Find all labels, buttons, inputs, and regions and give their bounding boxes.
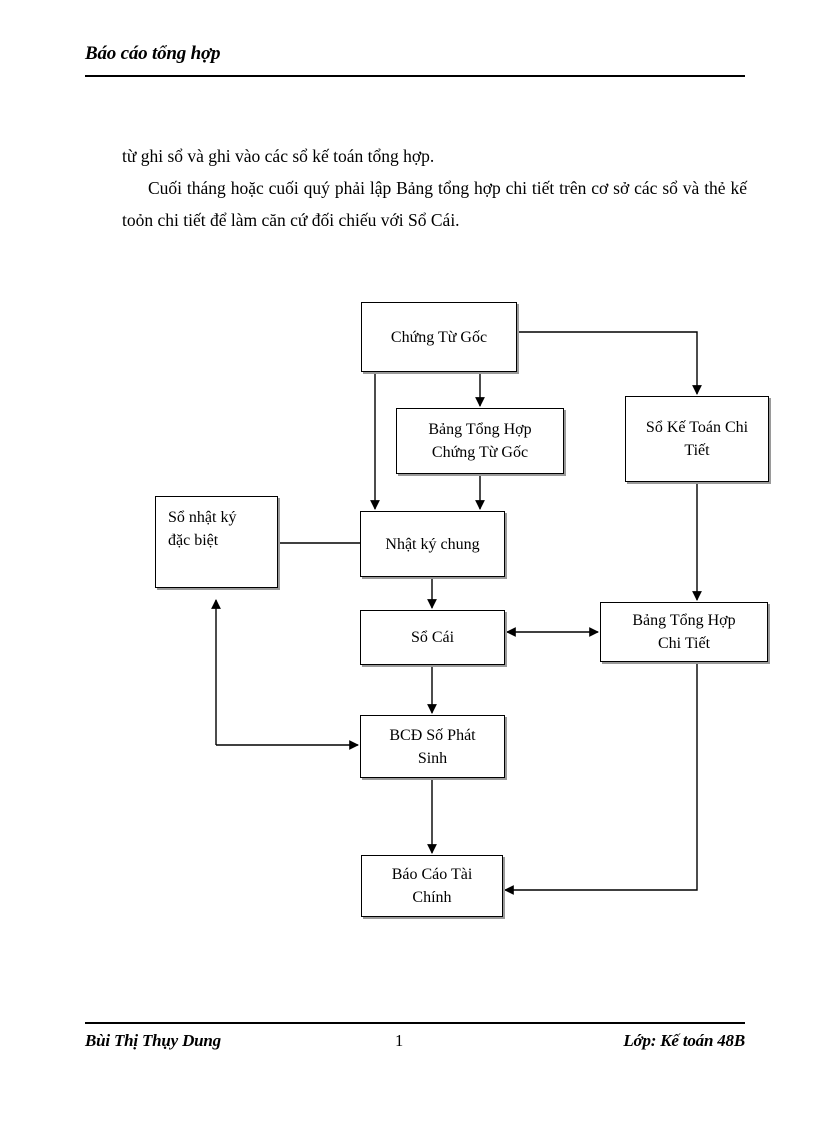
node-bao-cao-tai-chinh[interactable]: Báo Cáo Tài Chính bbox=[361, 855, 503, 917]
node-chung-tu-goc[interactable]: Chứng Từ Gốc bbox=[361, 302, 517, 372]
node-bao-cao-tai-chinh-label: Báo Cáo Tài Chính bbox=[391, 866, 473, 906]
node-chung-tu-goc-label: Chứng Từ Gốc bbox=[390, 328, 488, 346]
connector-ctg-to-soketoanchitiet bbox=[517, 331, 702, 395]
node-so-cai[interactable]: Sổ Cái bbox=[360, 610, 505, 665]
footer-class-label: Lớp: Kế toán 48B bbox=[623, 1031, 745, 1050]
footer-page-number: 1 bbox=[395, 1031, 404, 1050]
paragraph-1: từ ghi sổ và ghi vào các sổ kế toán tổng… bbox=[122, 140, 747, 172]
node-so-nhat-ky-dac-biet[interactable]: Sổ nhật ký đặc biệt bbox=[155, 496, 278, 588]
node-so-cai-label: Sổ Cái bbox=[410, 629, 455, 646]
node-so-ke-toan-chi-tiet[interactable]: Sổ Kế Toán Chi Tiết bbox=[625, 396, 769, 482]
node-bcd-so-phat-sinh[interactable]: BCĐ Số Phát Sinh bbox=[360, 715, 505, 778]
node-bcd-so-phat-sinh-label: BCĐ Số Phát Sinh bbox=[389, 726, 476, 767]
node-bang-tong-hop-chi-tiet-label: Bảng Tổng Hợp Chi Tiết bbox=[632, 612, 736, 652]
node-nhat-ky-chung[interactable]: Nhật ký chung bbox=[360, 511, 505, 577]
footer-divider bbox=[85, 1022, 745, 1024]
body-text-block: từ ghi sổ và ghi vào các sổ kế toán tổng… bbox=[122, 140, 747, 236]
node-so-nhat-ky-dac-biet-label: Sổ nhật ký đặc biệt bbox=[168, 509, 237, 549]
header-title: Báo cáo tổng hợp bbox=[85, 43, 221, 64]
paragraph-1-text: từ ghi sổ và ghi vào các sổ kế toán tổng… bbox=[122, 146, 435, 166]
footer-row: Bùi Thị Thụy Dung Lớp: Kế toán 48B bbox=[85, 1031, 745, 1051]
paragraph-2-text: Cuối tháng hoặc cuối quý phải lập Bảng t… bbox=[122, 178, 747, 230]
page-header: Báo cáo tổng hợp bbox=[85, 42, 745, 82]
node-bang-tong-hop-chi-tiet[interactable]: Bảng Tổng Hợp Chi Tiết bbox=[600, 602, 768, 662]
node-so-ke-toan-chi-tiet-label: Sổ Kế Toán Chi Tiết bbox=[645, 419, 749, 459]
header-divider bbox=[85, 75, 745, 77]
node-bang-tong-hop-chung-tu-goc-label: Bảng Tổng Hợp Chứng Từ Gốc bbox=[428, 421, 532, 461]
paragraph-2: Cuối tháng hoặc cuối quý phải lập Bảng t… bbox=[122, 172, 747, 236]
footer-author-name: Bùi Thị Thụy Dung bbox=[85, 1031, 221, 1050]
node-nhat-ky-chung-label: Nhật ký chung bbox=[385, 535, 480, 553]
node-bang-tong-hop-chung-tu-goc[interactable]: Bảng Tổng Hợp Chứng Từ Gốc bbox=[396, 408, 564, 474]
connector-bangthct-to-baocaotaichinh bbox=[504, 662, 698, 895]
